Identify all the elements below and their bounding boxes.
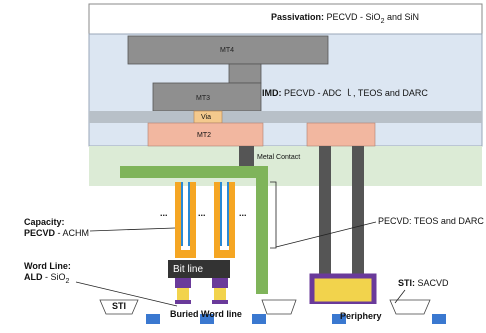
pecvd-bracket <box>270 181 277 249</box>
passivation-label: Passivation: PECVD - SiO2 and SiN <box>271 12 419 27</box>
word-line-title: Word Line: <box>24 261 71 271</box>
dots-right: ... <box>239 208 247 218</box>
capacity-leader <box>89 227 176 232</box>
via-label: Via <box>201 114 211 121</box>
mt4-mt3-connector <box>228 63 262 84</box>
sti-trench-right <box>389 299 431 315</box>
word-line-label: Word Line:ALD - SiO2 <box>24 261 71 287</box>
capacity-method: PECVD <box>24 228 56 238</box>
word-line-method: ALD <box>24 272 43 282</box>
green-vertical-bar <box>256 166 268 294</box>
pecvd-leader <box>275 221 377 248</box>
passivation-subscript: 2 <box>380 17 385 25</box>
sti-bottom-label: STI <box>112 301 127 311</box>
green-interconnect-bar <box>120 166 268 178</box>
sti-right-label: STI: SACVD <box>398 278 449 289</box>
etch-stop-band <box>89 111 482 123</box>
capacity-title: Capacity: <box>24 217 65 227</box>
dots-middle: ... <box>198 208 206 218</box>
word-line-stack-right <box>212 278 228 306</box>
metal-contact-plug <box>239 146 254 166</box>
word-line-leader <box>75 281 178 307</box>
capacity-label: Capacity:PECVD - ACHM <box>24 217 89 239</box>
passivation-text: PECVD - SiO <box>326 12 381 22</box>
sti-right-title: STI: <box>398 278 415 288</box>
imd-label: IMD: PECVD - ADC ｌ, TEOS and DARC <box>262 88 428 99</box>
buried-word-line-label: Buried Word line <box>170 309 242 319</box>
word-line-subscript: 2 <box>65 277 70 285</box>
sti-trench-left <box>99 299 139 315</box>
dots-left: ... <box>160 208 168 218</box>
mt2-label: MT2 <box>197 132 211 139</box>
word-line-stack-left <box>175 278 191 306</box>
mt3-block <box>152 82 262 112</box>
passivation-tail: and SiN <box>384 12 419 22</box>
sti-trench-center <box>261 299 297 315</box>
mt2-block <box>147 122 264 147</box>
mt3-label: MT3 <box>196 95 210 102</box>
mt4-block <box>127 35 329 65</box>
passivation-layer <box>88 3 483 35</box>
periphery-plug-left <box>319 146 331 276</box>
pecvd-right-label: PECVD: TEOS and DARC <box>378 216 484 226</box>
capacity-material: - ACHM <box>55 228 90 238</box>
capacitor-right <box>214 182 235 258</box>
bit-line-label: Bit line <box>173 264 204 275</box>
imd-title: IMD: <box>262 88 282 98</box>
mt2-right-block <box>306 122 376 147</box>
word-line-material: - SiO <box>42 272 66 282</box>
periphery-plug-right <box>352 146 364 276</box>
imd-text: PECVD - ADC ｌ, TEOS and DARC <box>281 88 428 98</box>
bit-line-block <box>168 260 230 278</box>
sti-right-text: SACVD <box>415 278 449 288</box>
capacitor-left <box>175 182 196 258</box>
periphery-label: Periphery <box>340 311 382 321</box>
periphery-gate <box>309 273 377 307</box>
passivation-title: Passivation: <box>271 12 325 22</box>
metal-contact-label: Metal Contact <box>257 154 301 161</box>
sti-right-leader <box>394 289 406 304</box>
buried-word-lines <box>146 314 446 324</box>
mt4-label: MT4 <box>220 47 234 54</box>
